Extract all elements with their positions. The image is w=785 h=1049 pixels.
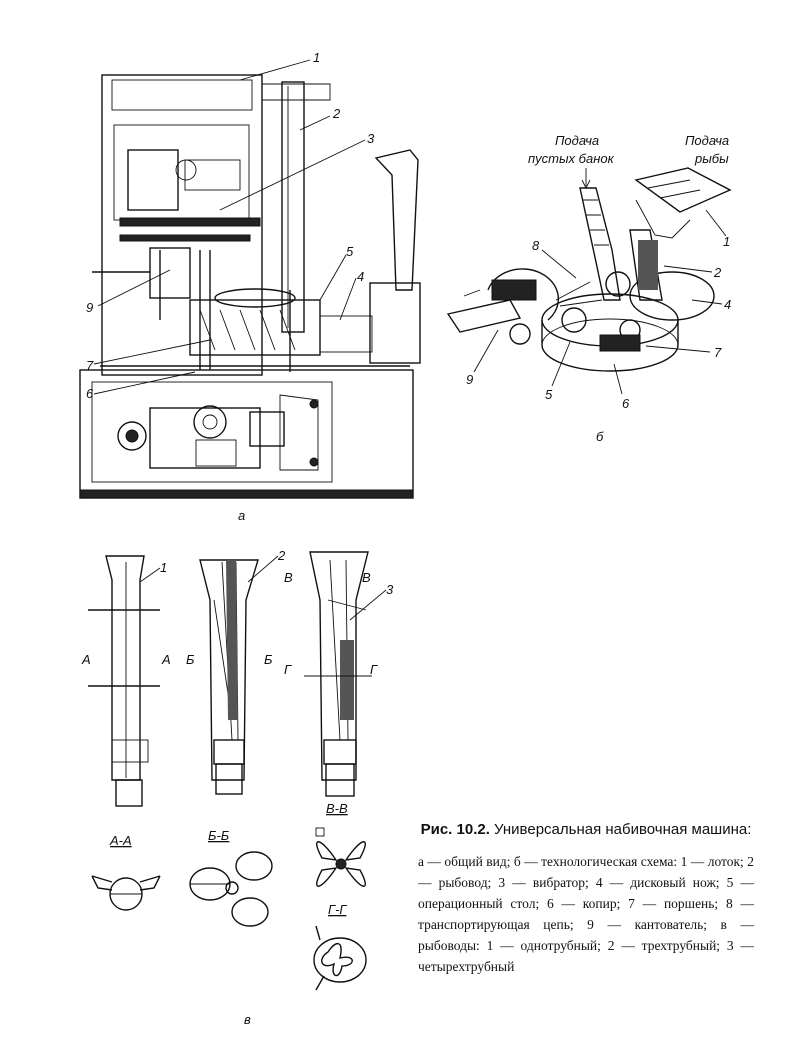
callout-b-5: 5 [545,387,553,402]
callout-v-3: 3 [386,582,394,597]
cut-mark-a-left: А [81,652,91,667]
caption-figure-number: Рис. 10.2. [420,821,490,838]
label-feed-cans-2: пустых банок [528,151,615,166]
sublabel-a: а [238,508,245,523]
caption-title: Рис. 10.2. Универсальная набивочная маши… [418,820,754,839]
caption-legend-text: а — общий вид; б — технологическая схема… [418,854,754,974]
cut-mark-b-left: Б [186,652,195,667]
figure-a-drawing [79,59,421,499]
callout-b-4: 4 [724,297,731,312]
cut-mark-v-left: В [284,570,293,585]
callout-b-6: 6 [622,396,630,411]
callout-v-1: 1 [160,560,167,575]
callout-a-3: 3 [367,131,375,146]
callout-b-1: 1 [723,234,730,249]
sublabel-v: в [244,1012,251,1027]
callout-b-9: 9 [466,372,473,387]
cut-mark-v-right: В [362,570,371,585]
section-b-b: Б-Б [208,828,230,843]
figure-b-drawing [446,167,732,395]
section-g-g: Г-Г [328,902,347,917]
callout-a-4: 4 [357,269,364,284]
callout-a-9: 9 [86,300,93,315]
caption-legend: а — общий вид; б — технологическая схема… [418,851,754,977]
cut-mark-a-right: А [161,652,171,667]
figure-caption: Рис. 10.2. Универсальная набивочная маши… [418,820,754,977]
callout-a-5: 5 [346,244,354,259]
sublabel-b: б [596,429,604,444]
cut-mark-b-right: Б [264,652,273,667]
section-a-a: А-А [109,833,132,848]
callout-a-7: 7 [86,358,94,373]
label-feed-fish-2: рыбы [694,151,729,166]
callout-v-2: 2 [277,548,286,563]
callout-b-8: 8 [532,238,540,253]
label-feed-fish-1: Подача [685,133,729,148]
callout-b-2: 2 [713,265,722,280]
callout-b-7: 7 [714,345,722,360]
figure-v-drawing [88,551,387,991]
callout-a-6: 6 [86,386,94,401]
label-feed-cans-1: Подача [555,133,599,148]
callout-a-2: 2 [332,106,341,121]
section-v-v: В-В [326,801,348,816]
cut-mark-g-right: Г [370,662,378,677]
cut-mark-g-left: Г [284,662,292,677]
callout-a-1: 1 [313,50,320,65]
caption-figure-title: Универсальная набивочная машина: [489,821,752,838]
